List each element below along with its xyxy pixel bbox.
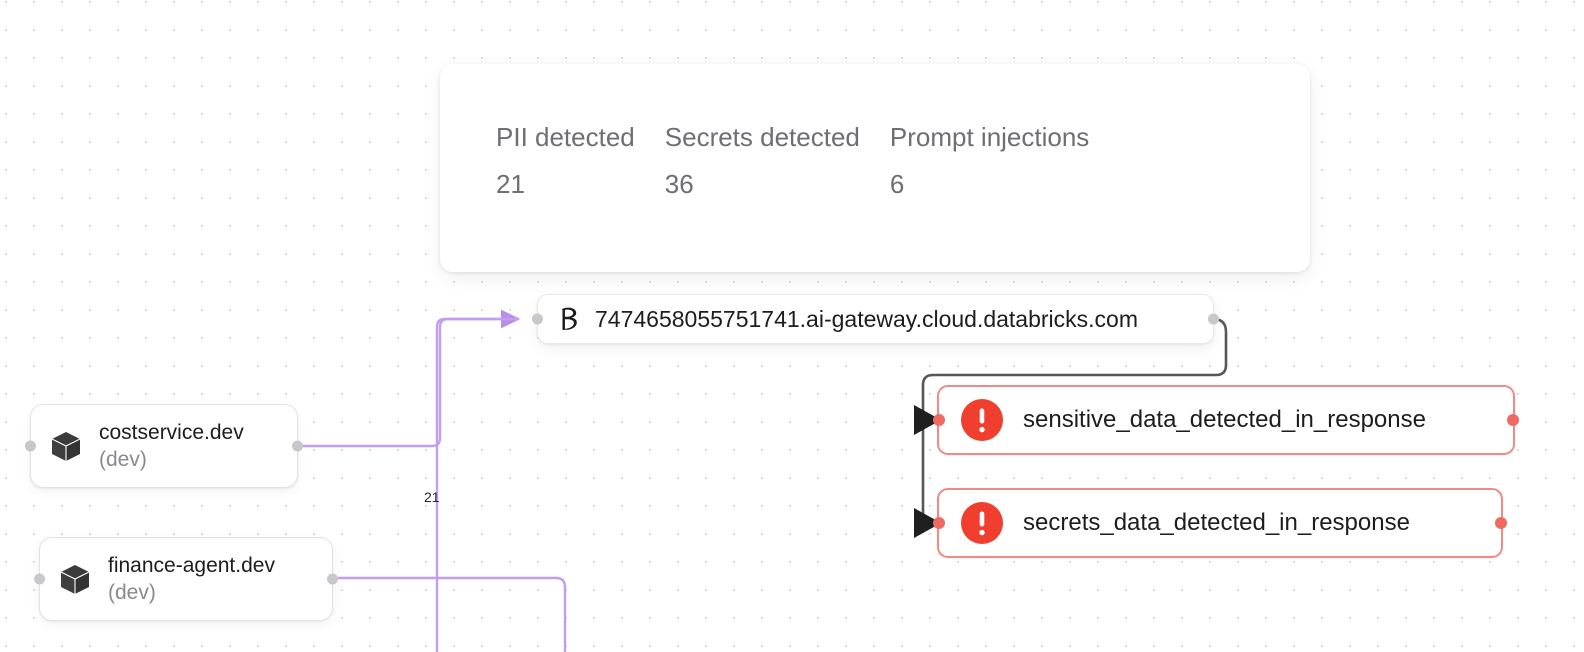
edge-gateway-to-alerts (921, 317, 1228, 522)
alert-label: sensitive_data_detected_in_response (1023, 406, 1426, 433)
node-ai-gateway[interactable]: 7474658055751741.ai-gateway.cloud.databr… (532, 294, 1219, 344)
edge-lower-trunk-to-gateway (435, 317, 519, 652)
edge-costservice-to-gateway (303, 309, 521, 448)
stats-card: PII detected 21 Secrets detected 36 Prom… (440, 64, 1310, 272)
stat-label: Secrets detected (664, 122, 860, 152)
stat-secrets-detected: Secrets detected 36 (665, 120, 860, 201)
stat-value: 21 (496, 169, 525, 199)
gateway-hostname-label: 7474658055751741.ai-gateway.cloud.databr… (595, 306, 1139, 332)
node-port-left[interactable] (532, 313, 543, 325)
node-alert-secrets-data-detected[interactable]: secrets_data_detected_in_response (933, 488, 1507, 558)
stat-pii-detected: PII detected 21 (496, 120, 635, 201)
node-port-right[interactable] (1208, 313, 1219, 325)
arrowhead-sensitive-alert (914, 405, 941, 435)
node-costservice-dev[interactable]: costservice.dev (dev) (25, 404, 303, 488)
cube-icon (47, 427, 85, 465)
service-subtitle: (dev) (99, 448, 147, 471)
stat-label: PII detected (496, 122, 635, 152)
stat-value: 6 (889, 169, 905, 199)
node-port-left[interactable] (25, 440, 36, 452)
alert-exclamation-icon (961, 399, 1003, 441)
alert-label: secrets_data_detected_in_response (1023, 509, 1410, 536)
service-text: costservice.dev (dev) (99, 419, 244, 473)
service-title: costservice.dev (99, 421, 244, 444)
arrowhead-secrets-alert (914, 508, 941, 538)
alert-exclamation-icon (961, 502, 1003, 544)
node-alert-sensitive-data-detected[interactable]: sensitive_data_detected_in_response (933, 385, 1519, 455)
node-port-right[interactable] (292, 440, 303, 452)
service-text: finance-agent.dev (dev) (108, 552, 275, 606)
node-port-right[interactable] (1495, 517, 1507, 529)
node-finance-agent-dev[interactable]: finance-agent.dev (dev) (34, 537, 338, 621)
stat-prompt-injections: Prompt injections 6 (890, 120, 1089, 201)
node-port-right[interactable] (1507, 414, 1519, 426)
service-subtitle: (dev) (108, 581, 156, 604)
node-port-left[interactable] (933, 414, 945, 426)
node-port-left[interactable] (34, 573, 45, 585)
databricks-logo-icon (552, 304, 582, 334)
cube-icon (56, 560, 94, 598)
stat-label: Prompt injections (889, 122, 1090, 152)
stat-value: 36 (664, 169, 694, 199)
node-port-right[interactable] (327, 573, 338, 585)
edge-finance-agent-out (338, 576, 567, 652)
service-title: finance-agent.dev (108, 554, 275, 577)
node-port-left[interactable] (933, 517, 945, 529)
stats-row: PII detected 21 Secrets detected 36 Prom… (496, 120, 1089, 201)
edge-label-count: 21 (424, 489, 440, 505)
